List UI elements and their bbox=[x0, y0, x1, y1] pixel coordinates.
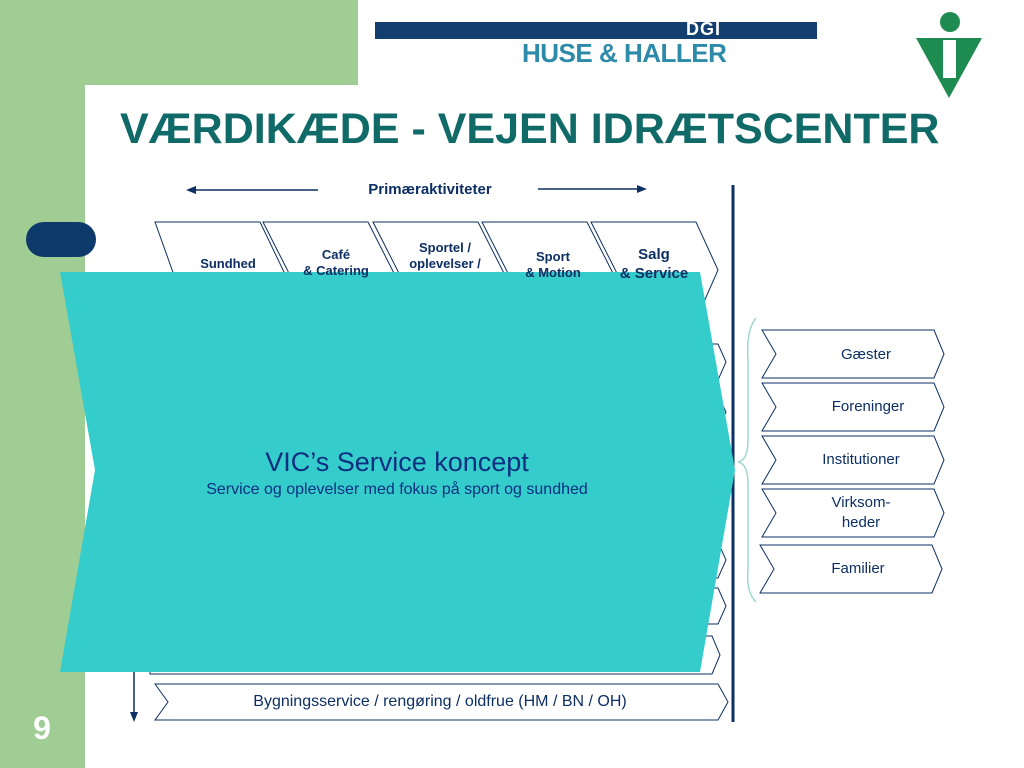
activity-label-4-line1: Sport bbox=[536, 249, 570, 264]
primary-arrow-left-head bbox=[186, 186, 196, 194]
slide-title: VÆRDIKÆDE - VEJEN IDRÆTSCENTER bbox=[120, 105, 940, 153]
activity-label-3: Sportel / oplevelser / bbox=[395, 240, 495, 272]
customer-label-4-line2: heder bbox=[841, 514, 881, 531]
customer-brace bbox=[737, 317, 757, 603]
customer-chevron-4 bbox=[761, 488, 945, 538]
activity-label-2: Café & Catering bbox=[286, 247, 386, 279]
customer-label-3: Institutioner bbox=[781, 450, 941, 470]
activity-label-2-line2: & Catering bbox=[303, 263, 369, 278]
customer-chevron-2 bbox=[761, 382, 945, 432]
logo-bar bbox=[375, 22, 817, 39]
page-number: 9 bbox=[33, 710, 51, 746]
customer-label-2-line1: Foreninger bbox=[831, 398, 905, 415]
activity-label-2-line1: Café bbox=[321, 247, 351, 262]
customer-chevron-1 bbox=[761, 329, 945, 379]
activity-label-5: Salg & Service bbox=[604, 245, 704, 283]
customer-label-5: Familier bbox=[778, 559, 938, 579]
customer-label-4: Virksom- heder bbox=[781, 493, 941, 533]
info-i-logo-icon bbox=[916, 12, 982, 98]
support-chevron-bottom bbox=[154, 683, 729, 721]
customer-label-4-line1: Virksom- bbox=[831, 494, 891, 511]
activity-label-5-line1: Salg bbox=[638, 246, 670, 263]
service-concept-subtitle: Service og oplevelser med fokus på sport… bbox=[206, 481, 588, 498]
top-green-band bbox=[85, 0, 358, 85]
building-service-label: Bygningsservice / rengøring / oldfrue (H… bbox=[253, 693, 627, 710]
customer-label-3-line1: Institutioner bbox=[822, 451, 900, 468]
support-arrow-head bbox=[130, 712, 138, 722]
primary-arrow-right-head bbox=[637, 185, 647, 193]
activity-label-3-line1: Sportel / bbox=[418, 240, 471, 255]
logo-dgi-text: DGI bbox=[686, 19, 722, 39]
service-concept-title: VIC’s Service koncept bbox=[265, 447, 529, 477]
activity-label-3-line2: oplevelser / bbox=[409, 256, 481, 271]
customer-label-2: Foreninger bbox=[788, 397, 948, 417]
activity-label-4: Sport & Motion bbox=[503, 249, 603, 281]
customer-chevron-3 bbox=[761, 435, 945, 485]
logo-huse-haller-text: HUSE & HALLER bbox=[522, 38, 727, 68]
customer-chevron-5 bbox=[759, 544, 943, 594]
activity-label-1: Sundhed bbox=[185, 256, 271, 272]
activity-label-5-line2: & Service bbox=[619, 265, 689, 282]
navy-accent-pill bbox=[26, 222, 96, 257]
customer-label-1: Gæster bbox=[786, 345, 946, 365]
activity-label-4-line2: & Motion bbox=[525, 265, 581, 280]
service-concept-overlay bbox=[60, 272, 735, 672]
primary-activities-label: Primæraktiviteter bbox=[368, 181, 492, 198]
activity-label-1-line1: Sundhed bbox=[200, 256, 256, 271]
customer-label-5-line1: Familier bbox=[831, 560, 885, 577]
customer-label-1-line1: Gæster bbox=[840, 346, 891, 363]
